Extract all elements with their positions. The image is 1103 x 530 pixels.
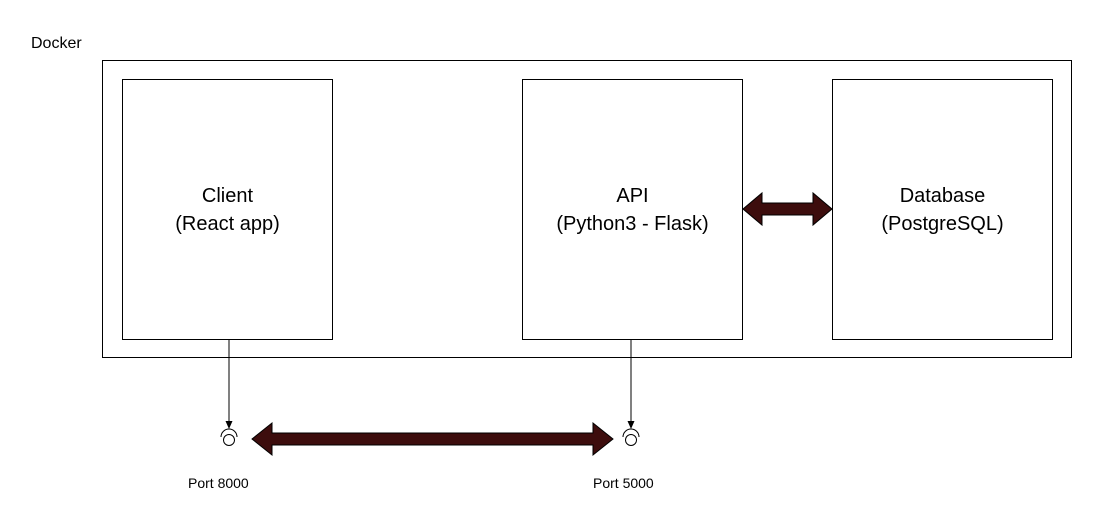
client-port-connector-arrowhead (225, 421, 233, 429)
client-service-detail: (React app) (175, 212, 280, 235)
port-8000-icon[interactable] (220, 428, 238, 446)
api-database-arrow[interactable] (742, 191, 833, 227)
api-port-connector-arrowhead (627, 421, 635, 429)
port-5000-label: Port 5000 (593, 475, 654, 491)
port-link-arrow[interactable] (251, 421, 614, 457)
client-service-box[interactable]: Client (React app) (122, 79, 333, 340)
database-service-box[interactable]: Database (PostgreSQL) (832, 79, 1053, 340)
database-service-detail: (PostgreSQL) (881, 212, 1004, 235)
docker-container-label: Docker (31, 35, 82, 52)
api-service-name: API (616, 184, 649, 207)
database-service-name: Database (899, 184, 986, 207)
client-service-name: Client (201, 184, 254, 207)
api-service-box[interactable]: API (Python3 - Flask) (522, 79, 743, 340)
api-service-detail: (Python3 - Flask) (556, 212, 709, 235)
port-5000-icon[interactable] (622, 428, 640, 446)
port-8000-label: Port 8000 (188, 475, 249, 491)
